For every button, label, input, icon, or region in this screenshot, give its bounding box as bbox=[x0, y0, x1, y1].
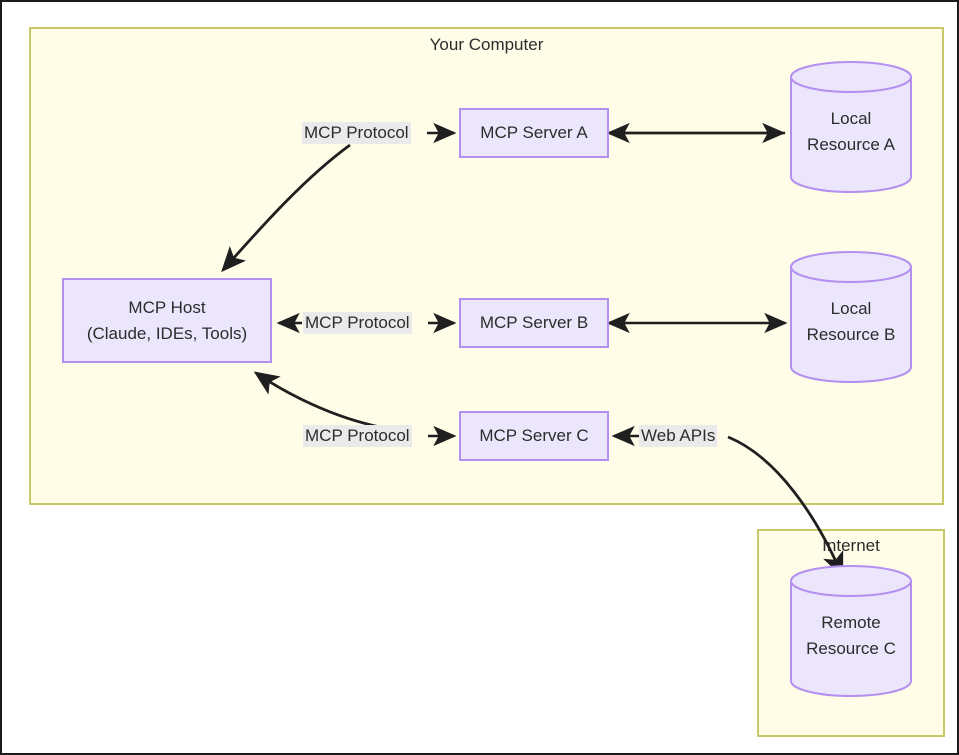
node-mcp-host[interactable]: MCP Host (Claude, IDEs, Tools) bbox=[62, 278, 272, 363]
node-mcp-host-line2: (Claude, IDEs, Tools) bbox=[86, 323, 248, 343]
node-local-resource-b-line2: Resource B bbox=[806, 325, 896, 345]
edge-label-protocol-c: MCP Protocol bbox=[303, 425, 412, 447]
edge-label-protocol-b: MCP Protocol bbox=[303, 312, 412, 334]
edge-label-protocol-a: MCP Protocol bbox=[302, 122, 411, 144]
node-mcp-server-b-label: MCP Server B bbox=[479, 313, 589, 333]
node-mcp-server-b[interactable]: MCP Server B bbox=[459, 298, 609, 348]
node-remote-resource-c[interactable]: Remote Resource C bbox=[789, 564, 913, 698]
node-local-resource-a-labels: Local Resource A bbox=[789, 106, 913, 159]
node-local-resource-a-line1: Local bbox=[830, 109, 872, 128]
node-local-resource-b-line1: Local bbox=[830, 299, 872, 318]
node-local-resource-a[interactable]: Local Resource A bbox=[789, 60, 913, 194]
node-local-resource-b-labels: Local Resource B bbox=[789, 296, 913, 349]
node-remote-resource-c-labels: Remote Resource C bbox=[789, 610, 913, 663]
node-mcp-server-a-label: MCP Server A bbox=[480, 123, 588, 143]
zone-your-computer-title: Your Computer bbox=[429, 35, 544, 54]
node-local-resource-a-line2: Resource A bbox=[807, 135, 895, 155]
edge-label-web-apis: Web APIs bbox=[639, 425, 718, 447]
zone-internet-title: Internet bbox=[822, 536, 880, 555]
node-mcp-host-line1: MCP Host bbox=[128, 298, 206, 317]
node-remote-resource-c-line2: Resource C bbox=[806, 639, 896, 659]
node-remote-resource-c-line1: Remote bbox=[821, 613, 881, 632]
node-mcp-server-c[interactable]: MCP Server C bbox=[459, 411, 609, 461]
node-mcp-server-a[interactable]: MCP Server A bbox=[459, 108, 609, 158]
node-local-resource-b[interactable]: Local Resource B bbox=[789, 250, 913, 384]
node-mcp-server-c-label: MCP Server C bbox=[479, 426, 589, 446]
